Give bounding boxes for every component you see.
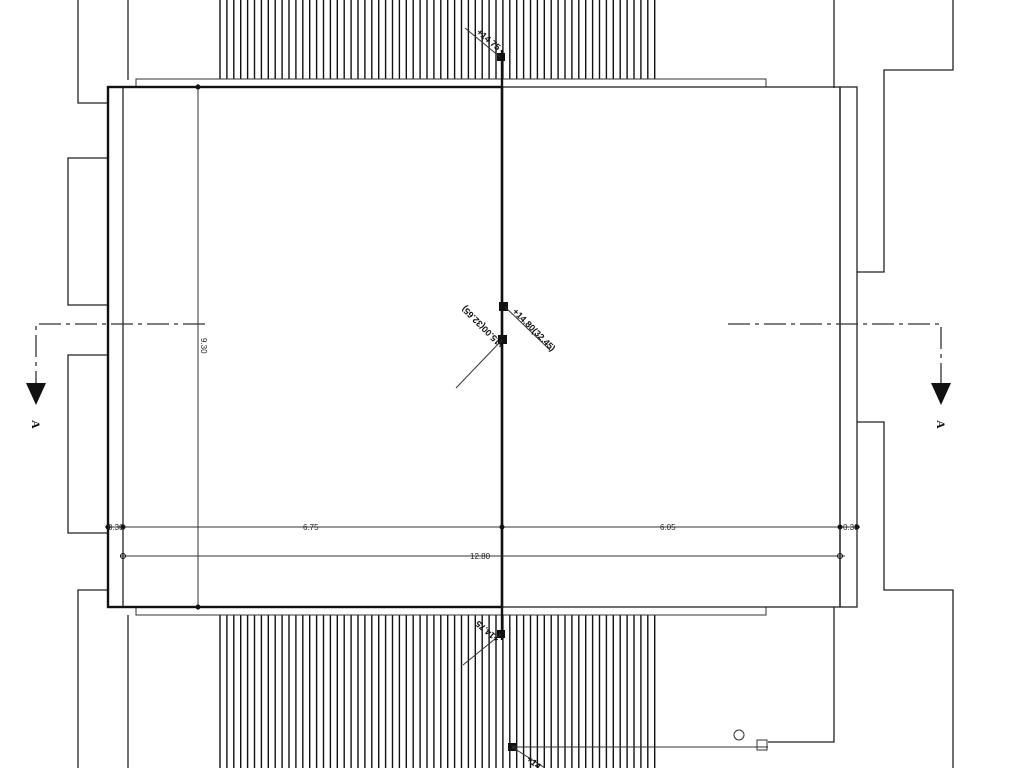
section-label-right: A: [934, 420, 948, 429]
dim-right-wall: 0.30: [843, 523, 859, 532]
dim-left-wall: 0.30: [108, 523, 124, 532]
section-arrow-icon: [26, 383, 46, 405]
section-arrow-icon: [931, 383, 951, 405]
level-bottom-corner: +14: [525, 754, 543, 768]
section-label-left: A: [29, 420, 43, 429]
dimension-lines: 0.30 6.75 6.05 0.30 12.80 9.30: [105, 84, 860, 610]
section-marker-right: A: [728, 323, 951, 429]
outer-walls: [67, 0, 954, 768]
level-ridge-right: +14.80(32.45): [511, 306, 558, 353]
stair-treads-bottom: [219, 615, 656, 768]
dim-total-width: 12.80: [470, 552, 491, 561]
dim-right-span: 6.05: [660, 523, 676, 532]
dim-left-span: 6.75: [303, 523, 319, 532]
stair-treads-top: [219, 0, 656, 79]
dim-depth: 9.30: [199, 338, 208, 354]
section-marker-left: A: [26, 323, 205, 429]
roof-outline: [106, 50, 858, 640]
